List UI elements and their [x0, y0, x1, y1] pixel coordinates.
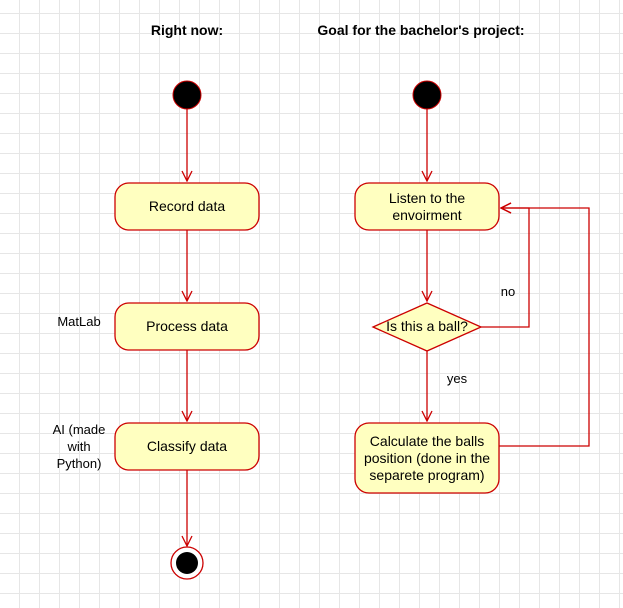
title-bachelor-goal: Goal for the bachelor's project:: [317, 22, 524, 38]
right-node-calculate[interactable]: [354, 422, 500, 494]
edge-label-yes: yes: [447, 371, 468, 386]
note-ai-line1: AI (made: [53, 422, 106, 437]
note-ai-line2: with: [66, 439, 90, 454]
right-edge-calculate-loop: [499, 208, 590, 447]
note-matlab: MatLab: [57, 314, 100, 329]
left-node-process-label: Process data: [146, 318, 228, 334]
left-end-node-dot: [176, 552, 198, 574]
right-node-listen-label-line2: envoirment: [392, 207, 461, 223]
left-start-node[interactable]: [172, 80, 202, 110]
edge-label-no: no: [501, 284, 515, 299]
right-node-calculate-line1: Calculate the balls: [370, 433, 484, 449]
left-node-classify-label: Classify data: [147, 438, 227, 454]
right-node-calculate-line2: position (done in the: [364, 450, 490, 466]
right-node-listen-label-line1: Listen to the: [389, 190, 465, 206]
right-decision-label: Is this a ball?: [386, 318, 468, 334]
right-node-calculate-line3: separete program): [369, 467, 484, 483]
title-right-now: Right now:: [151, 22, 223, 38]
left-node-record-label: Record data: [149, 198, 225, 214]
note-ai-line3: Python): [57, 456, 102, 471]
right-start-node[interactable]: [412, 80, 442, 110]
